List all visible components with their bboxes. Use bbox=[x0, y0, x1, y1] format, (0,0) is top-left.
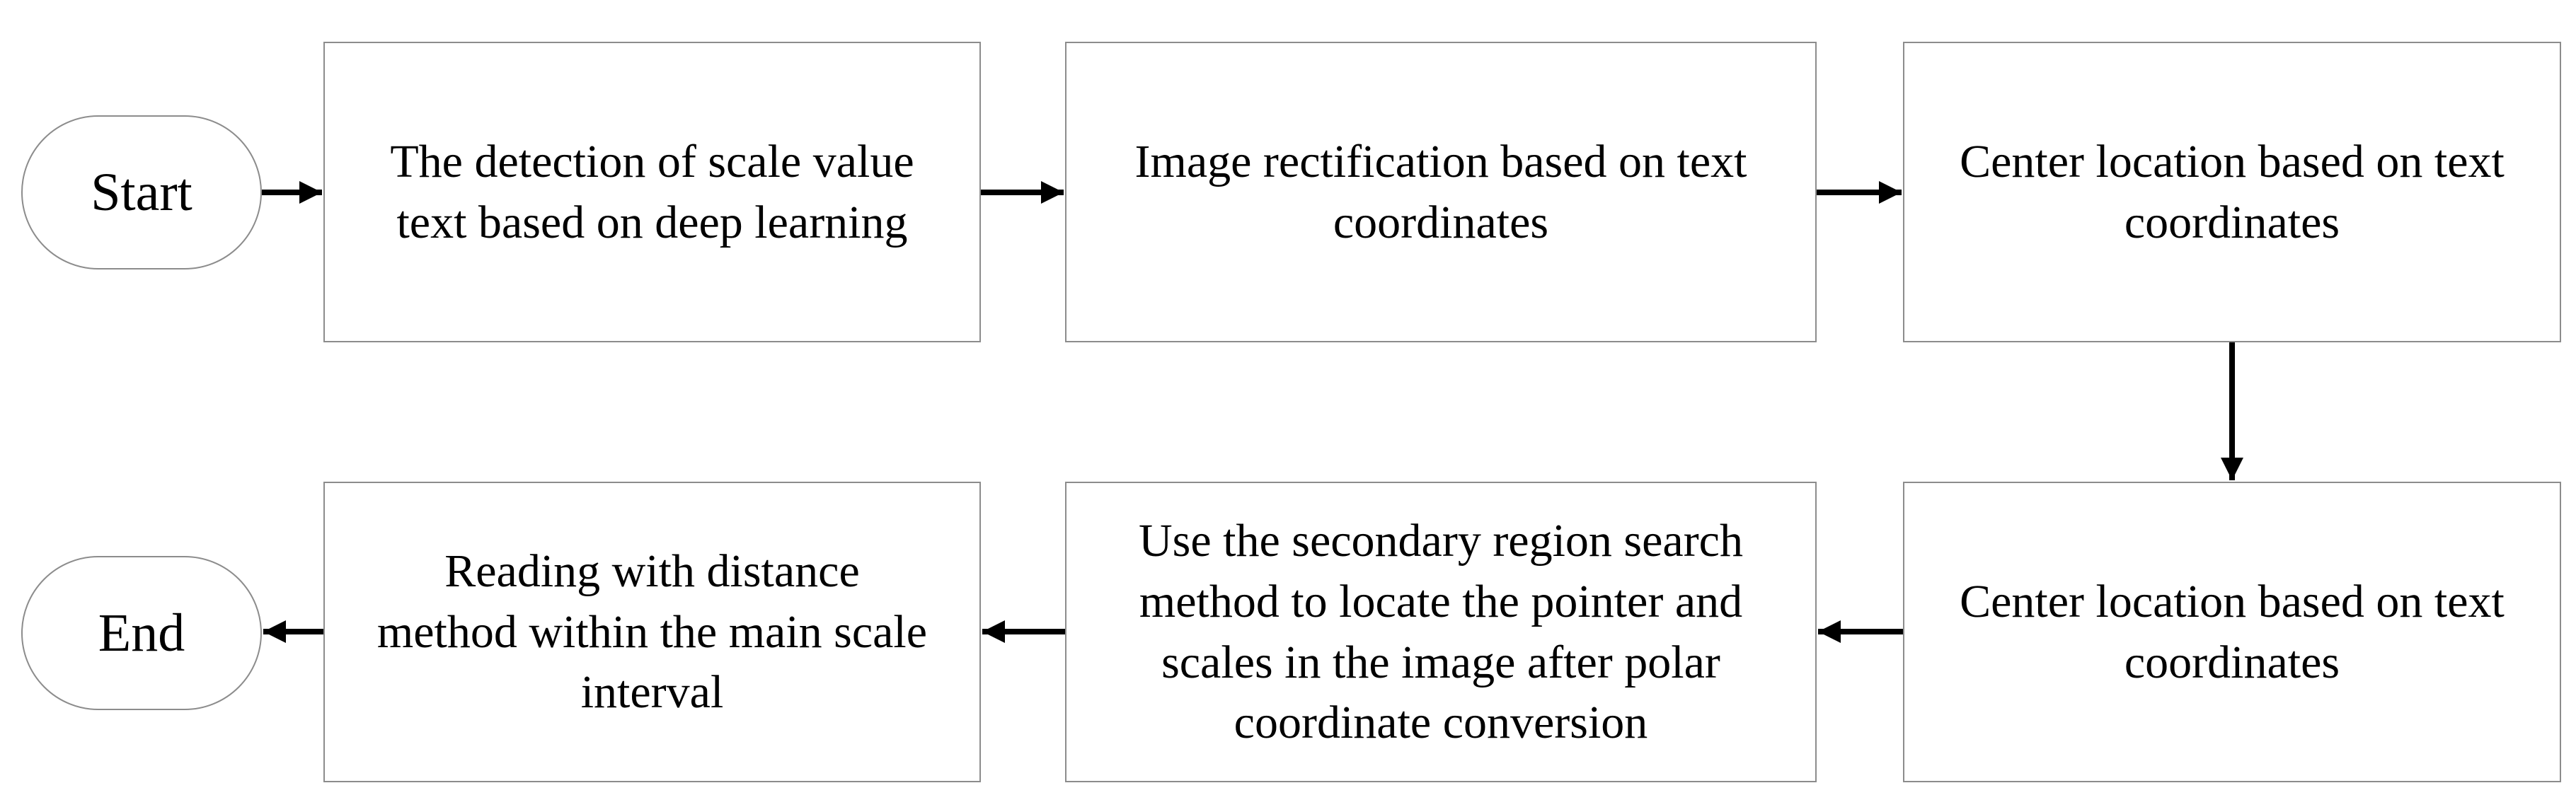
step-distance-reading: Reading with distance method within the … bbox=[323, 482, 981, 782]
step-center-location-1-label: Center location based on text coordinate… bbox=[1960, 135, 2505, 248]
step-center-location-2-label: Center location based on text coordinate… bbox=[1960, 575, 2505, 688]
start-terminal: Start bbox=[21, 115, 262, 269]
end-label: End bbox=[98, 603, 185, 663]
step-text-detection-label: The detection of scale value text based … bbox=[390, 135, 914, 248]
step-distance-reading-label: Reading with distance method within the … bbox=[376, 545, 928, 719]
start-label: Start bbox=[91, 162, 192, 222]
step-secondary-region-search: Use the secondary region search method t… bbox=[1065, 482, 1817, 782]
step-image-rectification-label: Image rectification based on text coordi… bbox=[1134, 135, 1747, 248]
step-secondary-region-search-label: Use the secondary region search method t… bbox=[1139, 514, 1743, 749]
step-text-detection: The detection of scale value text based … bbox=[323, 42, 981, 342]
step-center-location-1: Center location based on text coordinate… bbox=[1903, 42, 2561, 342]
end-terminal: End bbox=[21, 556, 262, 710]
step-center-location-2: Center location based on text coordinate… bbox=[1903, 482, 2561, 782]
step-image-rectification: Image rectification based on text coordi… bbox=[1065, 42, 1817, 342]
